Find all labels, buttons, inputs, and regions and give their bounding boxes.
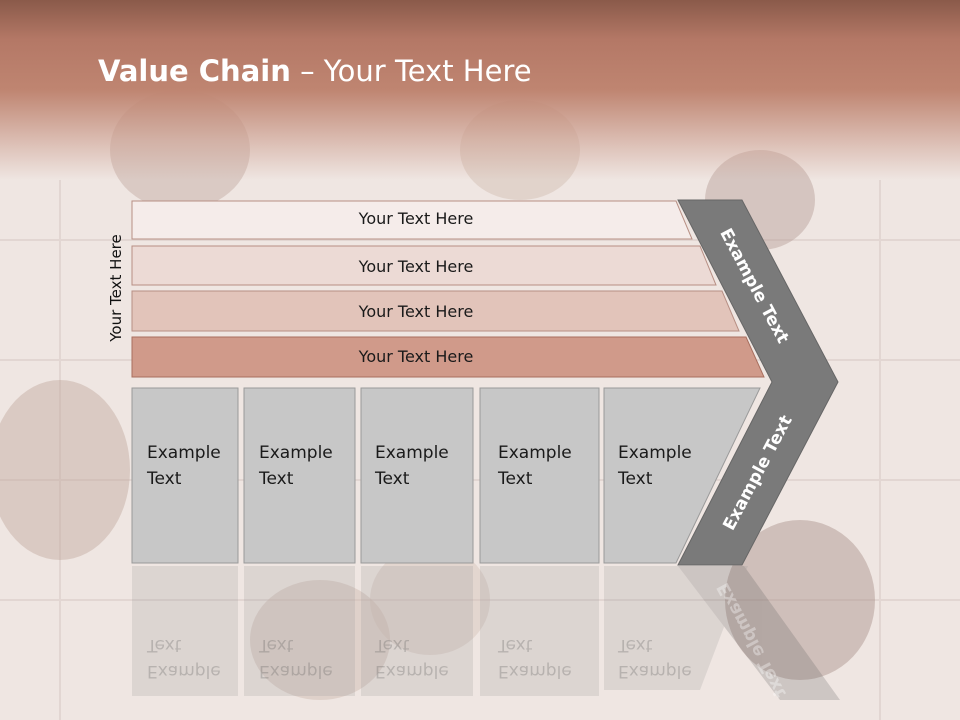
bar-label-1: Your Text Here — [358, 209, 474, 228]
chevron-arrow — [677, 199, 839, 566]
box-label-2: Example Text — [259, 443, 333, 489]
activity-box-1 — [131, 387, 239, 564]
slide-title: Value Chain – Your Text Here — [98, 54, 532, 88]
bar-label-2: Your Text Here — [358, 257, 474, 276]
box-label-3: Example Text — [375, 443, 449, 489]
activity-box-5 — [603, 387, 761, 564]
title-rest: – Your Text Here — [290, 54, 532, 88]
value-bar-4 — [131, 336, 765, 378]
value-bar-1 — [131, 200, 693, 240]
title-banner — [0, 0, 960, 180]
box-label-4: Example Text — [498, 443, 572, 489]
reflection — [132, 566, 840, 700]
activity-box-3 — [360, 387, 474, 564]
value-bar-2 — [131, 245, 717, 286]
value-bar-3 — [131, 290, 740, 332]
box-label-5: Example Text — [618, 443, 692, 489]
box-label-2-reflection: Example Text — [259, 635, 333, 681]
bar-label-3: Your Text Here — [358, 302, 474, 321]
box-label-1: Example Text — [147, 443, 221, 489]
box-label-5-reflection: Example Text — [618, 635, 692, 681]
box-label-4-reflection: Example Text — [498, 635, 572, 681]
bar-label-4: Your Text Here — [358, 347, 474, 366]
title-bold: Value Chain — [98, 54, 291, 88]
activity-box-4 — [479, 387, 600, 564]
activity-box-2 — [243, 387, 356, 564]
box-label-1-reflection: Example Text — [147, 635, 221, 681]
box-label-3-reflection: Example Text — [375, 635, 449, 681]
